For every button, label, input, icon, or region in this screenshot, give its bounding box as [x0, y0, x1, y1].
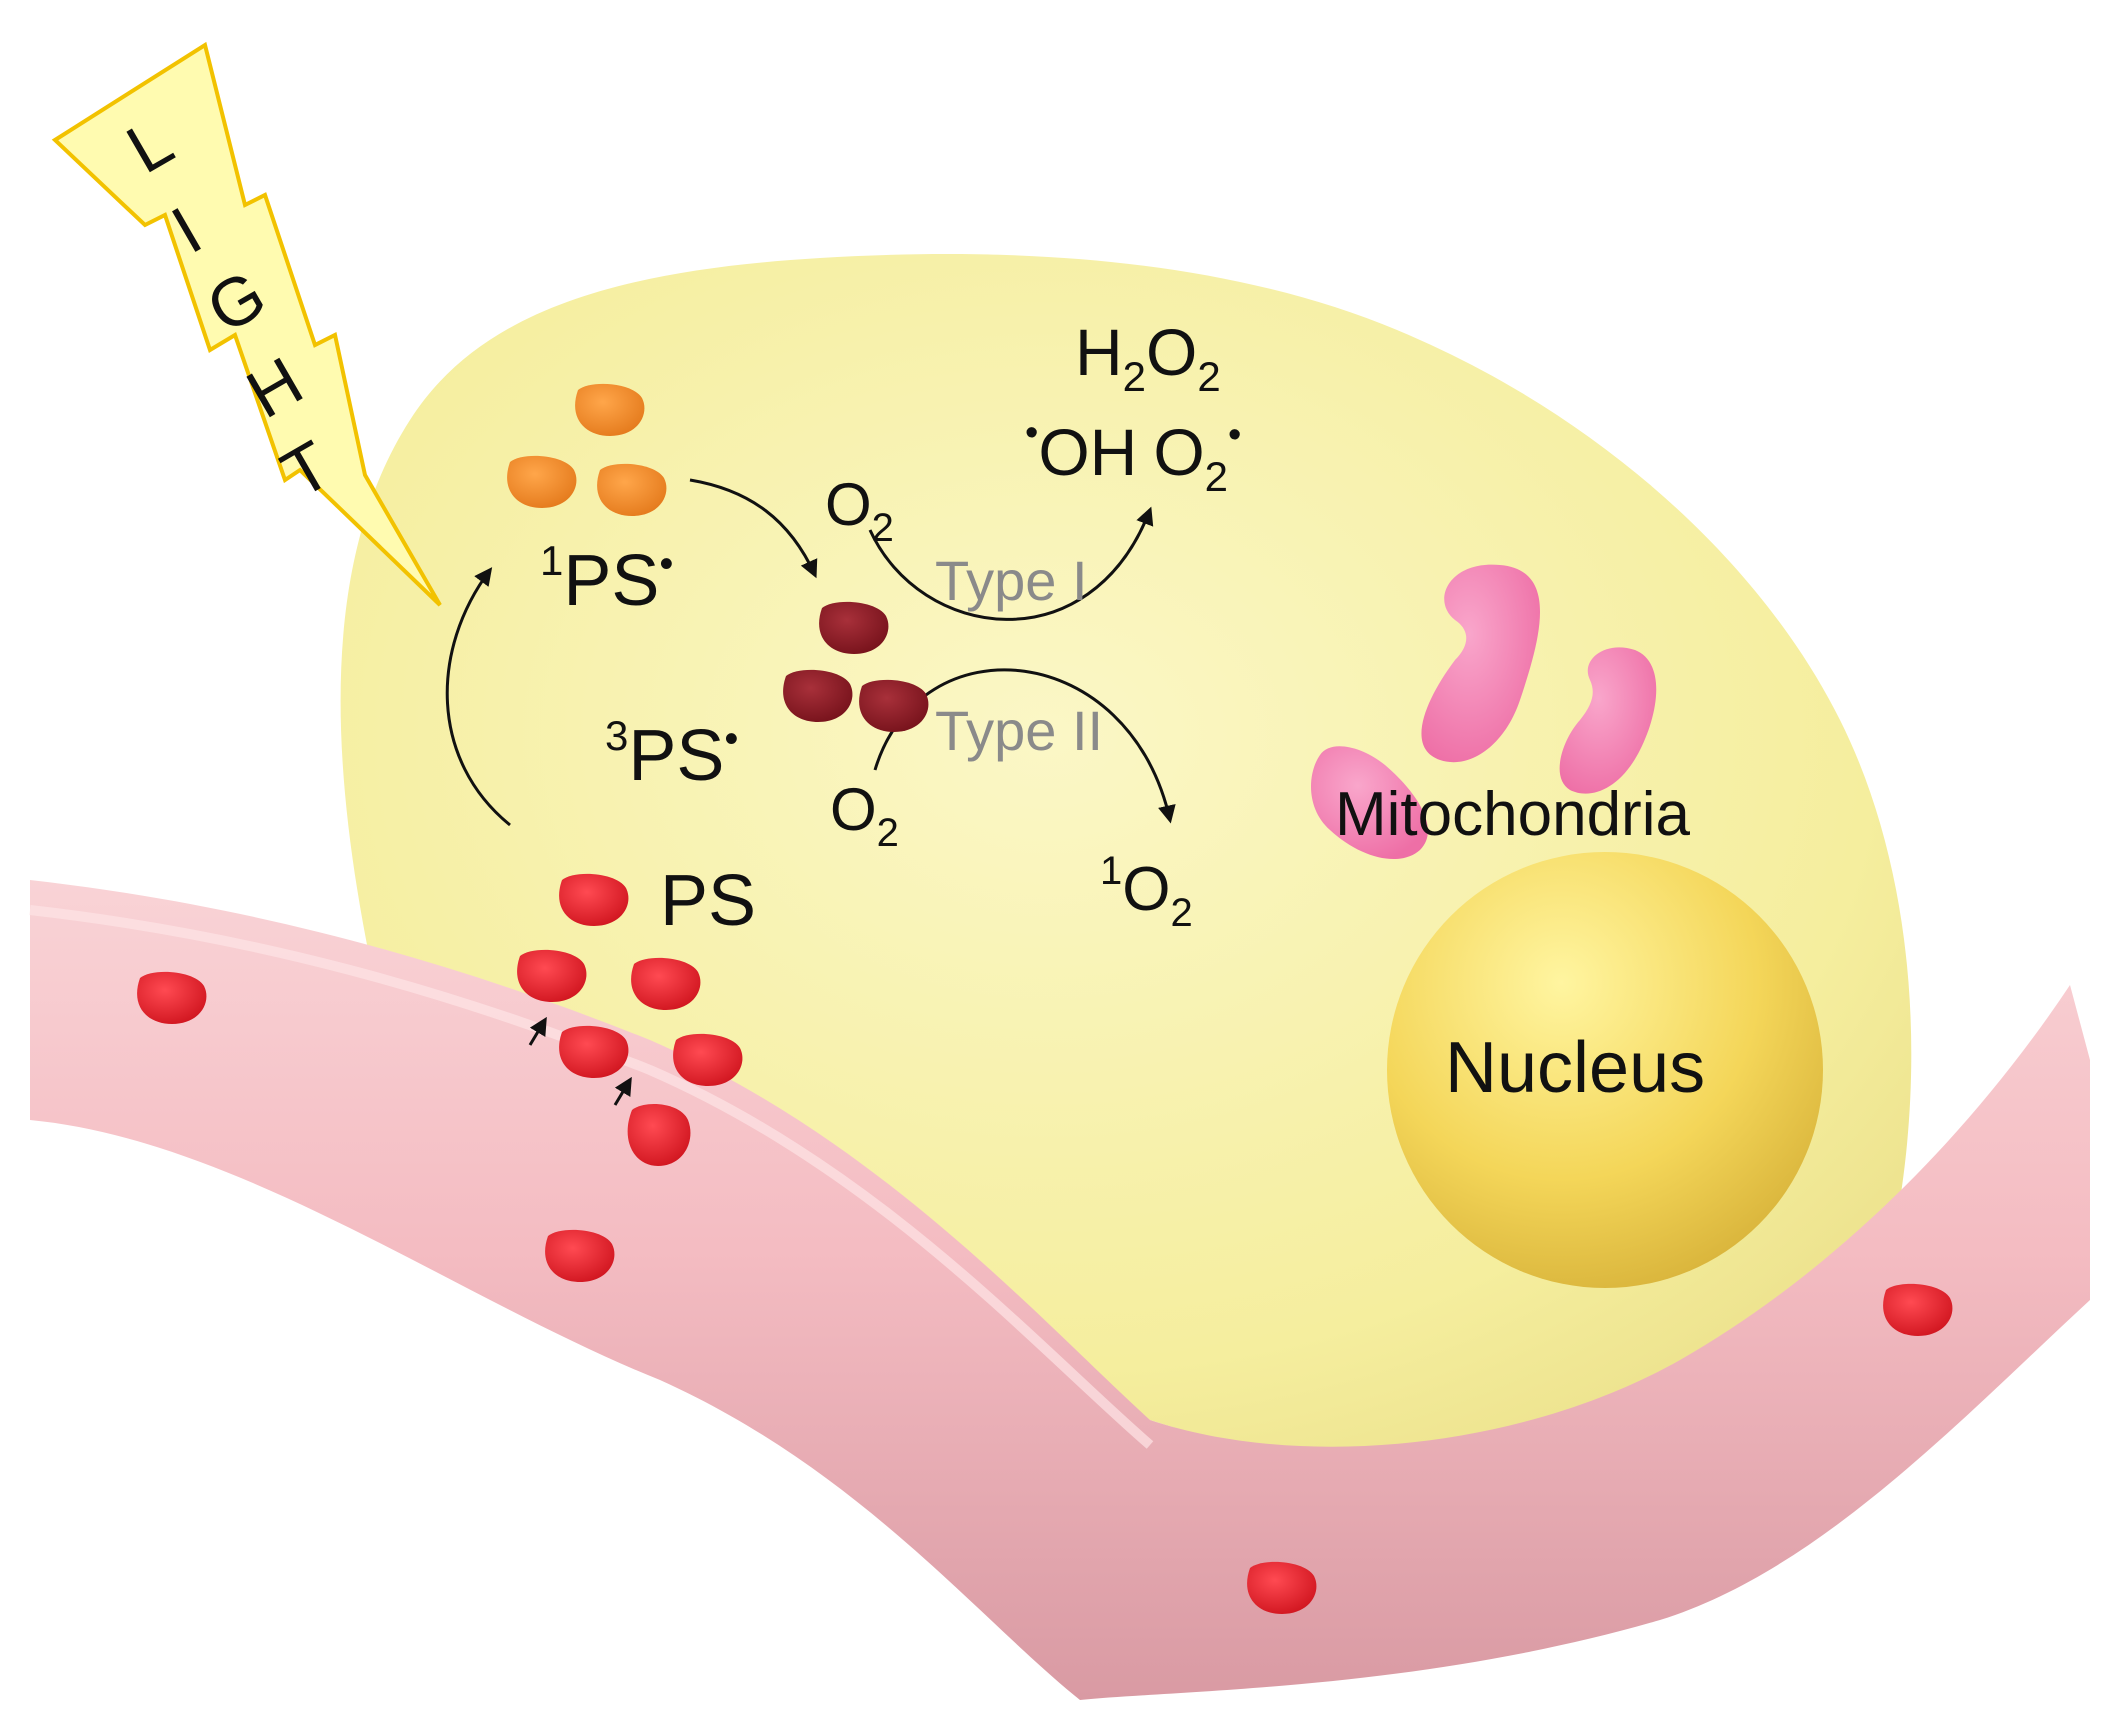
ps-particle-red	[559, 1025, 629, 1078]
isc-arrow	[689, 478, 818, 579]
nucleus	[1387, 852, 1823, 1288]
ps-particle-darkred	[819, 601, 889, 654]
ps-particle-red	[517, 949, 587, 1002]
ps-particle-darkred	[783, 669, 853, 722]
vessel-highlight	[29, 905, 1154, 1449]
label-type-1: Type I	[935, 549, 1088, 612]
ps-particle-red	[1247, 1561, 1317, 1614]
ps-in-vessel	[137, 971, 1953, 1614]
mitochondrion	[1310, 746, 1428, 860]
ps-particle-red	[137, 971, 207, 1024]
mitochondrion	[1421, 564, 1540, 763]
ps-particle-red	[673, 1033, 743, 1086]
label-ps: PS	[660, 861, 756, 941]
ps-particle-orange	[507, 455, 577, 508]
label-h2o2: H2O2	[1075, 315, 1221, 400]
light-bolt: L I G H T	[51, 41, 442, 607]
label-singlet-o2: 1O2	[1100, 849, 1193, 935]
ps-particle-red	[1883, 1283, 1953, 1336]
excitation-arrow	[445, 567, 511, 827]
ps-singlet-cluster	[507, 383, 667, 516]
blood-vessel	[30, 880, 2090, 1700]
label-nucleus: Nucleus	[1445, 1028, 1705, 1108]
ps-particle-red	[545, 1229, 615, 1282]
mitochondria-group	[1310, 564, 1657, 860]
uptake-arrow	[528, 1016, 547, 1046]
ps-particle-red	[559, 873, 629, 926]
label-mitochondria: Mitochondria	[1335, 780, 1690, 849]
label-singlet-ps: 1PS•	[540, 537, 673, 621]
ps-particle-red	[631, 957, 701, 1010]
ps-particle-orange	[575, 383, 645, 436]
label-triplet-ps: 3PS•	[605, 712, 738, 796]
type1-arrow	[868, 506, 1154, 621]
ps-triplet-cluster	[783, 601, 929, 732]
mitochondrion	[1559, 647, 1657, 794]
label-type-2: Type II	[935, 699, 1103, 762]
ps-particle-orange	[597, 463, 667, 516]
lightning-icon	[51, 41, 442, 607]
ps-particle-red	[627, 1104, 691, 1166]
ps-ground-cluster	[517, 873, 743, 1166]
label-o2-bottom: O2	[830, 776, 899, 855]
label-o2-top: O2	[825, 471, 894, 550]
uptake-arrow	[613, 1076, 632, 1106]
ps-particle-darkred	[859, 679, 929, 732]
